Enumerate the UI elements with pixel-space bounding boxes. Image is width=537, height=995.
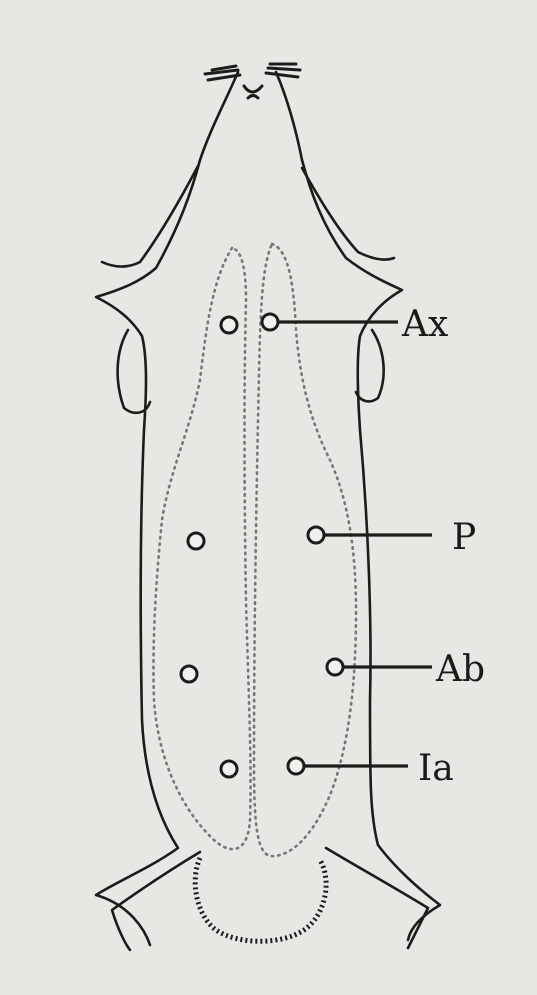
- label-p: P: [452, 517, 476, 558]
- gland-right-pectoral: [308, 527, 324, 543]
- gland-left-inguinal: [221, 761, 237, 777]
- label-ia: Ia: [418, 748, 454, 789]
- gland-right-axillary: [262, 314, 278, 330]
- label-ax: Ax: [401, 304, 448, 345]
- gland-right-abdominal: [327, 659, 343, 675]
- gland-left-axillary: [221, 317, 237, 333]
- gland-right-inguinal: [288, 758, 304, 774]
- gland-left-pectoral: [188, 533, 204, 549]
- label-ab: Ab: [435, 649, 485, 690]
- gland-left-abdominal: [181, 666, 197, 682]
